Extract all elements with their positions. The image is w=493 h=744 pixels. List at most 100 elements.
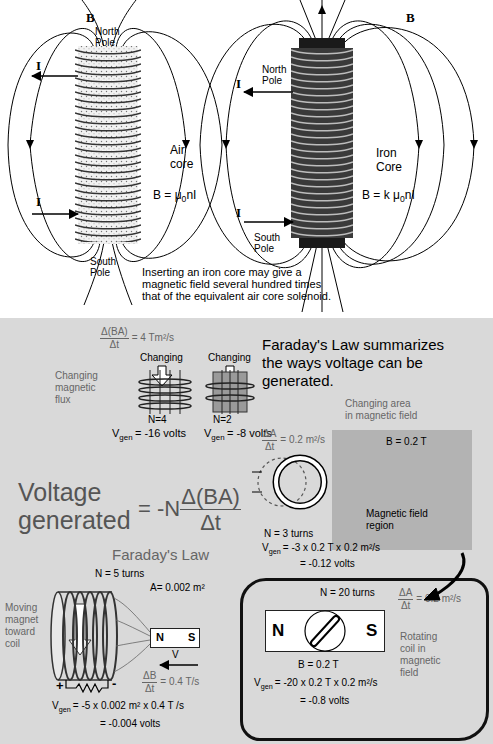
label-text: I xyxy=(236,76,241,91)
label-text: = 0.2 m²/s xyxy=(280,434,325,445)
field-lines xyxy=(8,0,474,312)
text-row: B = k μ0nI xyxy=(362,188,415,204)
text-row: Voltage generated xyxy=(18,478,136,534)
label-text: N xyxy=(156,631,164,643)
text-row: B xyxy=(406,10,415,26)
field-arrowheads xyxy=(222,140,230,149)
magnet-flux-lines xyxy=(114,644,150,672)
text-row: ΔAΔt= 0.2 m²/s xyxy=(398,587,461,611)
label-text: = -5 x 0.002 m² x 0.4 T /s xyxy=(73,700,184,711)
numerator: Δ(BA) xyxy=(100,326,129,339)
text-row: I xyxy=(36,58,41,74)
fraction: ΔAΔt xyxy=(398,587,413,611)
text-row: Changing xyxy=(140,352,183,364)
current-arrows xyxy=(32,213,78,215)
label-text: B = μ xyxy=(153,188,182,202)
label-text: A= 0.002 m² xyxy=(150,582,205,593)
label-text: S xyxy=(188,631,195,643)
fraction: ΔAΔt xyxy=(262,428,277,452)
label-text: S xyxy=(366,621,377,640)
label-text: N = 20 turns xyxy=(320,587,375,598)
text-row: Iron Core xyxy=(376,146,410,174)
text-row: North Pole xyxy=(262,64,296,86)
label-text: = 0.4 T/s xyxy=(160,676,199,687)
label-text: V xyxy=(262,542,269,553)
field-arrowheads xyxy=(415,140,423,149)
label-text: N = 5 turns xyxy=(95,568,144,579)
moving-magnet-coil xyxy=(103,592,117,680)
text-row: N = 3 turns xyxy=(264,528,313,540)
subscript: gen xyxy=(119,433,132,442)
fraction: Δ(BA)Δt xyxy=(180,484,241,536)
text-row: Moving magnet toward coil xyxy=(5,602,45,650)
field-region: B = 0.2 T Magnetic field region xyxy=(332,430,472,550)
text-row: = -0.004 volts xyxy=(100,718,160,730)
flux-coil xyxy=(139,379,191,385)
text-row: B = 0.2 T xyxy=(386,436,427,448)
highlight-outline: N S N = 20 turns ΔAΔt= 0.2 m²/sRotating coi… xyxy=(240,578,489,741)
fraction: ΔBΔt xyxy=(142,670,157,694)
current-arrows xyxy=(32,76,293,222)
subscript: gen xyxy=(59,705,71,714)
label-text: Magnetic field region xyxy=(366,508,428,531)
text-row: South Pole xyxy=(254,232,288,254)
moving-magnet-coil xyxy=(51,592,117,680)
label-text: B = 0.2 T xyxy=(298,659,339,670)
numerator: ΔA xyxy=(262,428,277,441)
label-text: South Pole xyxy=(90,256,116,278)
faraday-panel xyxy=(0,318,493,744)
field-lines xyxy=(342,28,474,261)
area-loop xyxy=(252,458,324,506)
text-row: I xyxy=(236,76,241,92)
magnet-flux-lines xyxy=(116,640,150,646)
text-row: Faraday's Law xyxy=(112,546,209,564)
resistor-circuit xyxy=(66,680,108,692)
iron-core-solenoid xyxy=(291,48,353,238)
field-arrowheads xyxy=(26,140,34,149)
text-row: ΔBΔt= 0.4 T/s xyxy=(142,670,199,694)
text-row: N xyxy=(272,621,284,641)
label-text: Changing area in magnetic field xyxy=(345,398,417,421)
label-text: Iron Core xyxy=(376,146,402,174)
text-row: Vgen= -5 x 0.002 m² x 0.4 T /s xyxy=(52,700,184,714)
flux-coil xyxy=(139,370,191,414)
label-text: Rotating coil in magnetic field xyxy=(400,631,441,678)
label-text: Changing xyxy=(140,352,183,363)
fraction: Δ(BA)Δt xyxy=(100,326,129,350)
text-row: N=4 xyxy=(148,414,167,426)
text-row: A= 0.002 m² xyxy=(150,582,205,594)
text-row: Faraday's Law summarizes the ways voltag… xyxy=(262,336,467,390)
label-text: N = 3 turns xyxy=(264,528,313,539)
label-text: = 4 Tm²/s xyxy=(132,332,174,343)
label-text: nI xyxy=(405,188,415,202)
velocity-arrow xyxy=(160,664,198,666)
air-core-solenoid xyxy=(75,48,141,242)
text-row: V xyxy=(172,649,179,661)
text-row: N xyxy=(156,631,164,644)
text-row: South Pole xyxy=(90,256,124,278)
label-text: = -0.004 volts xyxy=(100,718,160,729)
label-text: V xyxy=(254,677,261,688)
resistor-circuit xyxy=(66,680,108,692)
text-row: S xyxy=(188,631,195,644)
text-row: Rotating coil in magnetic field xyxy=(400,631,455,679)
flux-coil xyxy=(139,395,191,401)
text-row: Changing magnetic flux xyxy=(55,370,103,406)
area-loop xyxy=(276,458,324,506)
text-row: Vgen= -20 x 0.2 T x 0.2 m²/s xyxy=(254,677,378,691)
subscript: gen xyxy=(269,547,281,556)
denominator: Δt xyxy=(398,600,413,612)
text-row: B xyxy=(86,10,95,26)
label-text: = -16 volts xyxy=(135,427,186,439)
text-row: I xyxy=(36,194,41,210)
text-row: S xyxy=(366,621,377,641)
flux-coil xyxy=(139,387,191,393)
label-text: N xyxy=(272,621,284,640)
text-row: Air core xyxy=(170,143,200,171)
field-arrowheads xyxy=(470,140,478,149)
label-text: = -0.12 volts xyxy=(300,558,355,569)
text-row: = -0.8 volts xyxy=(300,695,349,707)
label-text: Air core xyxy=(170,143,193,171)
label-text: Faraday's Law xyxy=(112,546,209,563)
air-core-solenoid xyxy=(75,46,141,244)
